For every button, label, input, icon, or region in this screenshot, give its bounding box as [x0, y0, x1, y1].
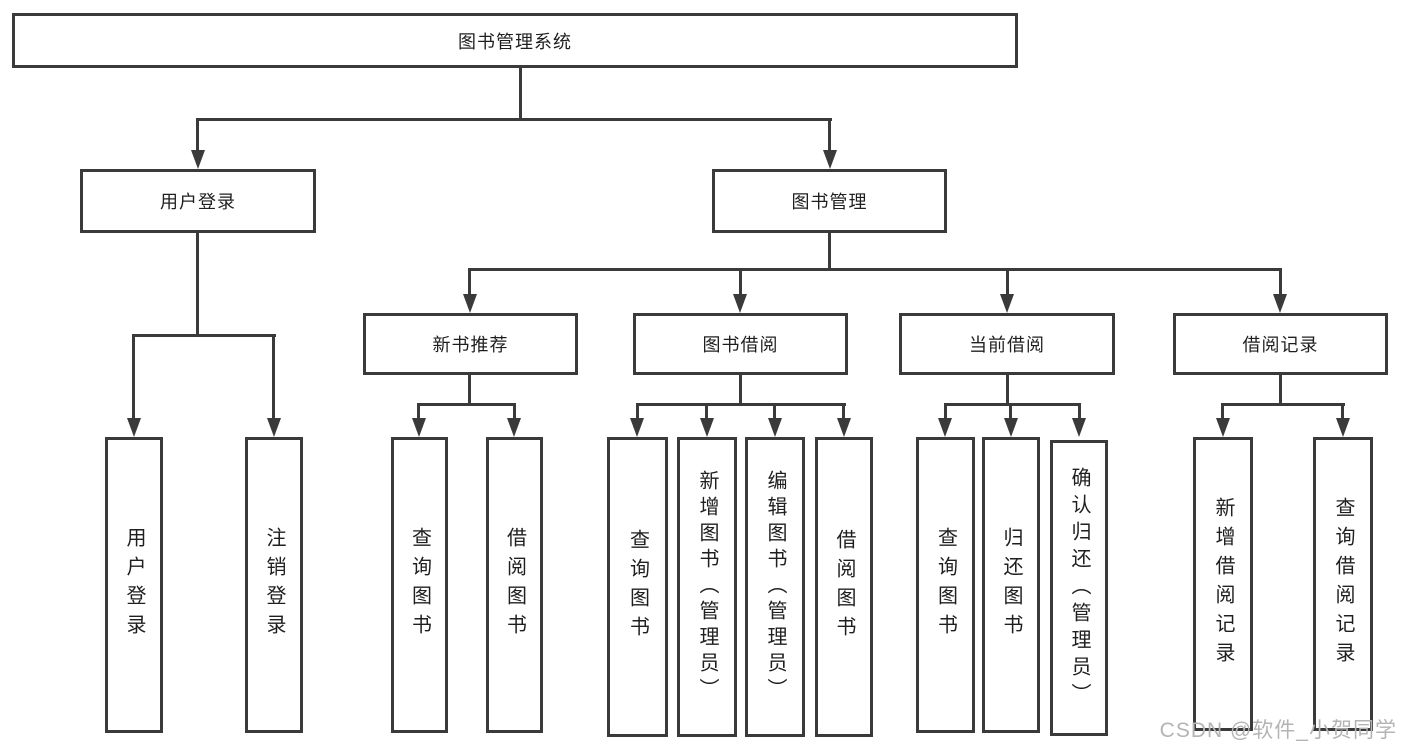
arrow-down-icon — [507, 418, 521, 437]
connector-line — [1279, 268, 1282, 296]
leaf-query-borrow-record: 查询借阅记录 — [1313, 437, 1373, 731]
node-label: 借阅记录 — [1242, 335, 1319, 355]
connector-line — [272, 334, 275, 420]
node-label: 确认归还（管理员） — [1068, 466, 1090, 710]
leaf-return-books: 归还图书 — [982, 437, 1040, 733]
node-label: 查询借阅记录 — [1332, 497, 1354, 671]
node-label: 归还图书 — [1000, 527, 1022, 643]
node-label: 图书管理 — [791, 192, 868, 212]
arrow-down-icon — [1072, 418, 1086, 437]
node-label: 新增借阅记录 — [1212, 497, 1234, 671]
node-new-book-recommendation: 新书推荐 — [363, 313, 578, 375]
leaf-add-books-admin: 新增图书（管理员） — [677, 437, 737, 737]
leaf-query-books-recommend: 查询图书 — [391, 437, 448, 733]
leaf-edit-books-admin: 编辑图书（管理员） — [745, 437, 805, 737]
node-user-login: 用户登录 — [80, 169, 316, 233]
connector-line — [519, 68, 522, 120]
node-current-borrowing: 当前借阅 — [899, 313, 1115, 375]
arrow-down-icon — [1273, 294, 1287, 313]
node-label: 借阅图书 — [833, 529, 855, 645]
node-label: 查询图书 — [934, 527, 957, 643]
leaf-query-books-current: 查询图书 — [916, 437, 975, 733]
connector-line — [417, 403, 516, 406]
arrow-down-icon — [463, 294, 477, 313]
arrow-down-icon — [837, 418, 851, 437]
leaf-add-borrow-record: 新增借阅记录 — [1193, 437, 1253, 731]
connector-line — [1221, 403, 1224, 420]
node-label: 新增图书（管理员） — [696, 470, 718, 704]
node-label: 当前借阅 — [969, 335, 1045, 355]
connector-line — [417, 403, 420, 420]
connector-line — [1009, 403, 1012, 420]
connector-line — [196, 118, 199, 152]
arrow-down-icon — [1216, 418, 1230, 437]
connector-line — [773, 403, 776, 420]
arrow-down-icon — [1336, 418, 1350, 437]
node-label: 用户登录 — [123, 527, 145, 643]
node-label: 注销登录 — [263, 527, 285, 643]
leaf-borrow-books-recommend: 借阅图书 — [486, 437, 543, 733]
arrow-down-icon — [127, 418, 141, 437]
leaf-confirm-return-admin: 确认归还（管理员） — [1050, 440, 1108, 736]
leaf-logout: 注销登录 — [245, 437, 303, 733]
arrow-down-icon — [938, 418, 952, 437]
connector-line — [739, 375, 742, 405]
connector-line — [636, 403, 639, 420]
arrow-down-icon — [412, 418, 426, 437]
arrow-down-icon — [733, 294, 747, 313]
leaf-query-books-borrow: 查询图书 — [607, 437, 668, 737]
connector-line — [196, 118, 832, 121]
connector-line — [828, 233, 831, 270]
node-root: 图书管理系统 — [12, 13, 1018, 68]
connector-line — [132, 334, 276, 337]
arrow-down-icon — [191, 150, 205, 169]
connector-line — [1279, 375, 1282, 405]
connector-line — [1078, 403, 1081, 420]
node-borrowing-records: 借阅记录 — [1173, 313, 1388, 375]
connector-line — [1341, 403, 1344, 420]
leaf-user-login: 用户登录 — [105, 437, 163, 733]
connector-line — [513, 403, 516, 420]
connector-line — [842, 403, 845, 420]
connector-line — [1221, 403, 1345, 406]
arrow-down-icon — [768, 418, 782, 437]
node-label: 查询图书 — [408, 527, 431, 643]
connector-line — [636, 403, 846, 406]
csdn-watermark: CSDN @软件_小贺同学 — [1159, 719, 1397, 742]
connector-line — [468, 268, 471, 296]
node-label: 图书借阅 — [702, 335, 779, 355]
connector-line — [196, 233, 199, 337]
arrow-down-icon — [700, 418, 714, 437]
connector-line — [1006, 268, 1009, 296]
node-label: 图书管理系统 — [458, 31, 572, 52]
connector-line — [705, 403, 708, 420]
node-label: 编辑图书（管理员） — [764, 470, 786, 704]
arrow-down-icon — [267, 418, 281, 437]
arrow-down-icon — [823, 150, 837, 169]
node-label: 查询图书 — [626, 529, 649, 645]
node-label: 借阅图书 — [503, 527, 526, 643]
node-label: 用户登录 — [160, 192, 236, 212]
connector-line — [944, 403, 1081, 406]
connector-line — [468, 375, 471, 405]
connector-line — [828, 118, 831, 152]
arrow-down-icon — [1000, 294, 1014, 313]
connector-line — [132, 334, 135, 420]
node-label: 新书推荐 — [432, 335, 509, 355]
connector-line — [944, 403, 947, 420]
arrow-down-icon — [630, 418, 644, 437]
leaf-borrow-books-borrow: 借阅图书 — [815, 437, 873, 737]
connector-line — [1006, 375, 1009, 405]
connector-line — [468, 268, 1282, 271]
node-book-borrowing: 图书借阅 — [633, 313, 848, 375]
connector-line — [739, 268, 742, 296]
arrow-down-icon — [1004, 418, 1018, 437]
node-book-management: 图书管理 — [712, 169, 947, 233]
